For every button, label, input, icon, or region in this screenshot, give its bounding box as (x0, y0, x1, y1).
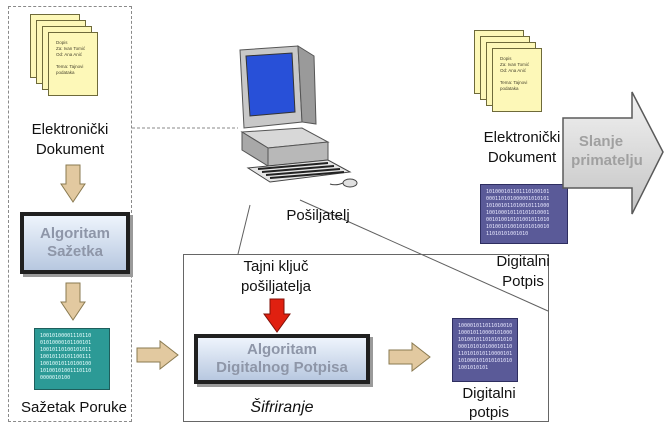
document-sheet: Dopis Za: Ivan Tomić Od: Ana Anić Tema: … (48, 32, 98, 96)
right-document-label-1: Elektronički (483, 129, 561, 146)
document-text: Dopis Za: Ivan Tomić Od: Ana Anić Tema: … (500, 56, 530, 91)
private-key-label-1: Tajni ključ (243, 258, 309, 275)
message-digest-block: 10010100001110110 01010000101100101 1001… (34, 328, 110, 390)
signature-label-1: Digitalni (462, 385, 516, 402)
document-text: Dopis Za: Ivan Tomić Od: Ana Anić Tema: … (56, 40, 86, 75)
computer-icon (239, 45, 358, 188)
hash-algorithm-line2: Sažetka (47, 243, 103, 260)
send-label-2: primatelju (571, 152, 643, 169)
signature-algorithm-box: Algoritam Digitalnog Potpisa (194, 334, 370, 384)
right-document-stack: Dopis Za: Ivan Tomić Od: Ana Anić Tema: … (474, 30, 558, 130)
encryption-box (183, 254, 549, 422)
right-document-label-2: Dokument (487, 149, 557, 166)
left-document-stack: Dopis Za: Ivan Tomić Od: Ana Anić Tema: … (30, 14, 114, 114)
digital-signature-label-1: Digitalni (496, 253, 550, 270)
signature-algorithm-line1: Algoritam (246, 341, 317, 358)
send-arrow-icon (562, 91, 664, 215)
send-label-1: Slanje (578, 133, 624, 150)
hash-algorithm-line1: Algoritam (39, 225, 110, 242)
encryption-label: Šifriranje (250, 399, 314, 416)
left-document-label-2: Dokument (35, 141, 105, 158)
document-sheet: Dopis Za: Ivan Tomić Od: Ana Anić Tema: … (492, 48, 542, 112)
digital-signature-label-2: Potpis (502, 273, 544, 290)
left-document-label-1: Elektronički (31, 121, 109, 138)
down-arrow-icon (60, 164, 86, 203)
right-arrow-icon (388, 342, 431, 372)
private-key-label-2: pošiljatelja (240, 278, 312, 295)
signature-bits-block: 100001011011010010 100010110000101000 10… (452, 318, 518, 382)
signature-label-2: potpis (468, 404, 510, 421)
hash-algorithm-box: Algoritam Sažetka (20, 212, 130, 274)
message-digest-label: Sažetak Poruke (21, 399, 127, 416)
signature-algorithm-line2: Digitalnog Potpisa (216, 359, 348, 376)
down-arrow-icon (60, 282, 86, 321)
sender-label: Pošiljatelj (286, 207, 350, 224)
digital-signature-block: 101000101101110100101 000110101000001010… (480, 184, 568, 244)
right-arrow-icon (136, 340, 179, 370)
sender-process-group (8, 6, 132, 422)
key-arrow-icon (263, 298, 291, 333)
